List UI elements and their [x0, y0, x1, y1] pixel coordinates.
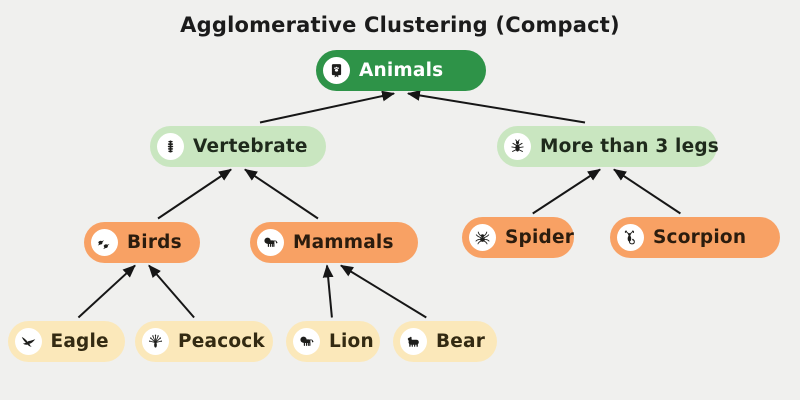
bug-icon [504, 132, 531, 160]
edge-mammals-to-vertebrate [244, 168, 319, 220]
node-lion: Lion [286, 320, 380, 362]
node-label: Birds [127, 231, 182, 253]
node-vertebrate: Vertebrate [150, 125, 326, 167]
edge-spider-to-morelegs [532, 168, 601, 215]
node-mammals: Mammals [250, 221, 418, 263]
node-label: More than 3 legs [540, 135, 719, 157]
node-eagle: Eagle [7, 320, 125, 362]
edge-peacock-to-birds [148, 264, 195, 319]
node-bear: Bear [393, 320, 497, 362]
bear-icon [400, 327, 427, 355]
node-spider: Spider [462, 216, 575, 258]
spine-icon [157, 132, 184, 160]
book-paw-icon [323, 56, 350, 84]
edge-lion-to-mammals [322, 264, 334, 318]
node-label: Bear [436, 330, 486, 352]
edge-birds-to-vertebrate [157, 168, 232, 220]
node-birds: Birds [84, 221, 200, 263]
node-peacock: Peacock [135, 320, 273, 362]
node-morelegs: More than 3 legs [497, 125, 719, 167]
edge-eagle-to-birds [77, 264, 136, 319]
lion-icon [293, 327, 320, 355]
scorpion-icon [617, 223, 644, 251]
node-animals: Animals [316, 49, 486, 91]
edge-bear-to-mammals [340, 264, 427, 319]
node-label: Animals [359, 59, 444, 81]
node-label: Spider [505, 226, 575, 248]
edge-vertebrate-to-animals [259, 90, 396, 124]
node-label: Eagle [50, 330, 109, 352]
peacock-icon [142, 327, 169, 355]
eagle-icon [14, 327, 42, 355]
node-label: Mammals [293, 231, 394, 253]
node-scorpion: Scorpion [610, 216, 780, 258]
node-label: Peacock [178, 330, 265, 352]
birds-icon [91, 228, 118, 256]
diagram-title: Agglomerative Clustering (Compact) [180, 13, 620, 37]
spider-icon [469, 223, 496, 251]
edge-morelegs-to-animals [406, 90, 586, 124]
node-label: Lion [329, 330, 374, 352]
lion-icon [257, 228, 284, 256]
node-label: Scorpion [653, 226, 747, 248]
edge-scorpion-to-morelegs [613, 168, 681, 215]
node-label: Vertebrate [193, 135, 308, 157]
